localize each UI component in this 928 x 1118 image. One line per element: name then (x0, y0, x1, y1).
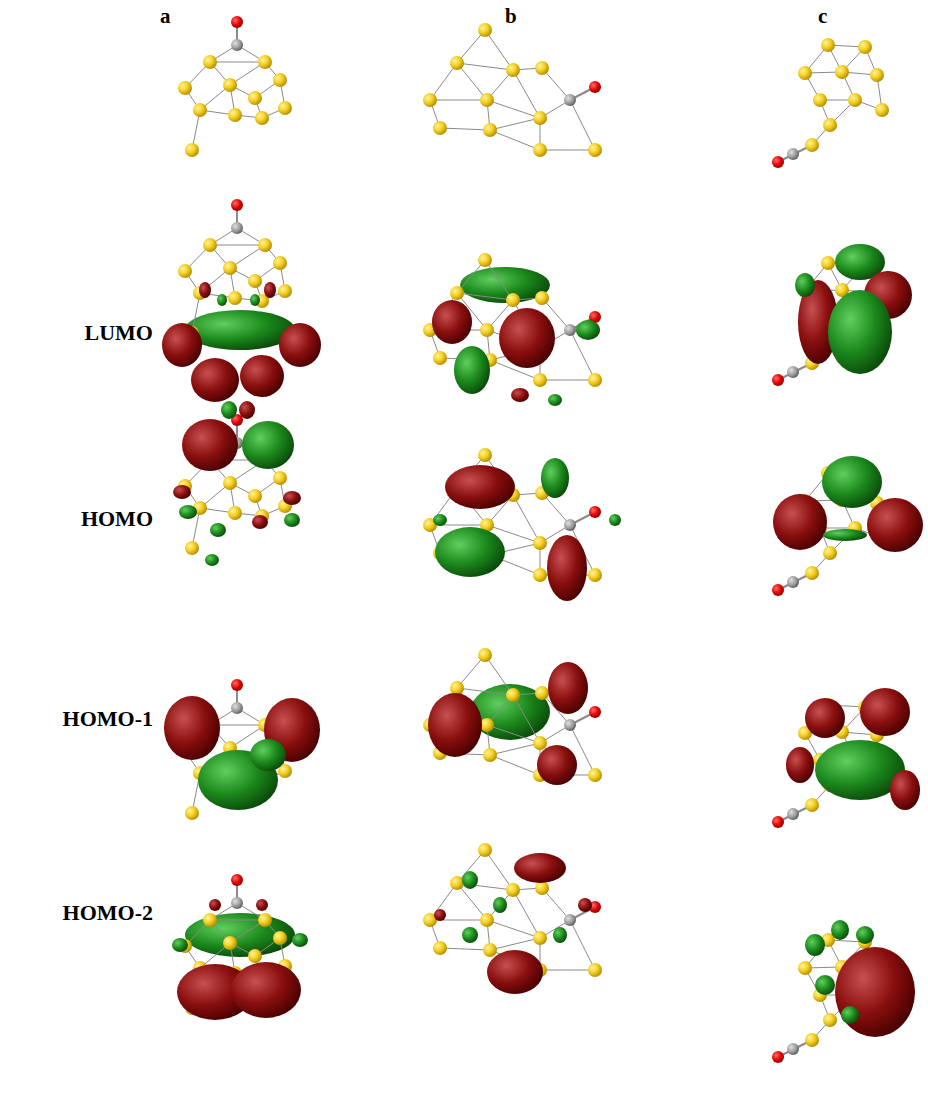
orbital-lobe (256, 899, 268, 911)
orbital-lobe (428, 693, 482, 757)
orbital-lobe (553, 927, 567, 943)
orbital-lobe (548, 394, 562, 406)
cluster-structure (772, 38, 889, 168)
orbital-lobe (835, 947, 915, 1037)
orbital-panel (772, 688, 920, 828)
orbital-lobe (890, 770, 920, 810)
orbital-lobe (433, 514, 447, 526)
orbital-lobe (462, 871, 478, 889)
orbital-lobe (786, 747, 814, 783)
orbital-panel (423, 253, 602, 406)
row-label: HOMO-1 (63, 708, 153, 730)
orbital-lobe (805, 698, 845, 738)
column-label: c (818, 6, 827, 27)
orbital-lobe (283, 491, 301, 505)
orbital-lobe (435, 527, 505, 577)
orbital-lobe (823, 529, 867, 541)
orbital-lobe (279, 323, 321, 367)
orbital-lobe (162, 323, 202, 367)
orbital-lobe (250, 294, 260, 306)
orbital-lobe (242, 421, 294, 469)
figure-part (423, 253, 602, 387)
orbital-lobe (462, 927, 478, 943)
orbital-lobe (264, 282, 276, 298)
orbital-lobe (805, 934, 825, 956)
row-label: LUMO (85, 322, 153, 344)
orbital-lobe (240, 355, 284, 397)
orbital-lobe (795, 273, 815, 297)
orbital-lobe (493, 897, 507, 913)
orbital-lobe (217, 294, 227, 306)
orbital-panel (772, 920, 915, 1063)
row-label: HOMO (81, 508, 153, 530)
orbital-lobe (841, 1006, 859, 1024)
orbital-lobe (182, 419, 238, 471)
figure-part (178, 199, 292, 340)
orbital-lobe (284, 513, 300, 527)
orbital-lobe (576, 320, 600, 340)
orbital-lobe (164, 696, 220, 760)
orbital-lobe (867, 498, 923, 552)
orbital-lobe (209, 899, 221, 911)
column-label: b (505, 6, 517, 27)
orbital-lobe (179, 505, 197, 519)
orbital-lobe (191, 358, 239, 402)
orbital-lobe (609, 514, 621, 526)
orbital-lobe (250, 739, 286, 771)
orbital-panel (772, 456, 923, 596)
orbital-lobe (548, 662, 588, 714)
orbital-lobe (454, 346, 490, 394)
orbital-panel (162, 199, 321, 402)
orbital-lobe (822, 456, 882, 508)
orbital-lobe (434, 909, 446, 921)
orbital-lobe (860, 688, 910, 736)
orbital-lobe (815, 975, 835, 995)
orbital-lobe (172, 938, 188, 952)
orbital-lobe (445, 465, 515, 509)
orbital-lobe (547, 535, 587, 601)
orbital-lobe (511, 388, 529, 402)
orbital-lobe (252, 515, 268, 529)
orbital-panel (423, 448, 621, 601)
orbital-lobe (210, 523, 226, 537)
orbital-lobe (173, 485, 191, 499)
orbital-lobe (856, 926, 874, 944)
orbital-lobe (205, 554, 219, 566)
orbital-lobe (231, 962, 301, 1018)
orbital-panel (423, 648, 602, 785)
orbital-lobe (499, 308, 555, 368)
cluster-structure (423, 23, 602, 157)
orbital-lobe (578, 898, 592, 912)
orbital-lobe (828, 290, 892, 374)
orbital-lobe (831, 920, 849, 940)
orbital-lobe (292, 933, 308, 947)
orbital-panel (423, 843, 602, 994)
orbital-panel (172, 874, 308, 1020)
orbital-lobe (487, 950, 543, 994)
orbital-lobe (221, 401, 237, 419)
orbital-panel (164, 679, 320, 820)
orbital-lobe (541, 458, 569, 498)
orbital-lobe (537, 745, 577, 785)
cluster-structure (178, 16, 292, 157)
orbital-panel (772, 244, 912, 386)
orbital-lobe (432, 300, 472, 344)
column-label: a (160, 6, 171, 27)
row-label: HOMO-2 (63, 902, 153, 924)
orbital-lobe (199, 282, 211, 298)
orbital-lobe (773, 494, 827, 550)
orbital-lobe (239, 401, 255, 419)
orbital-lobe (514, 853, 566, 883)
orbital-panel (173, 401, 301, 566)
